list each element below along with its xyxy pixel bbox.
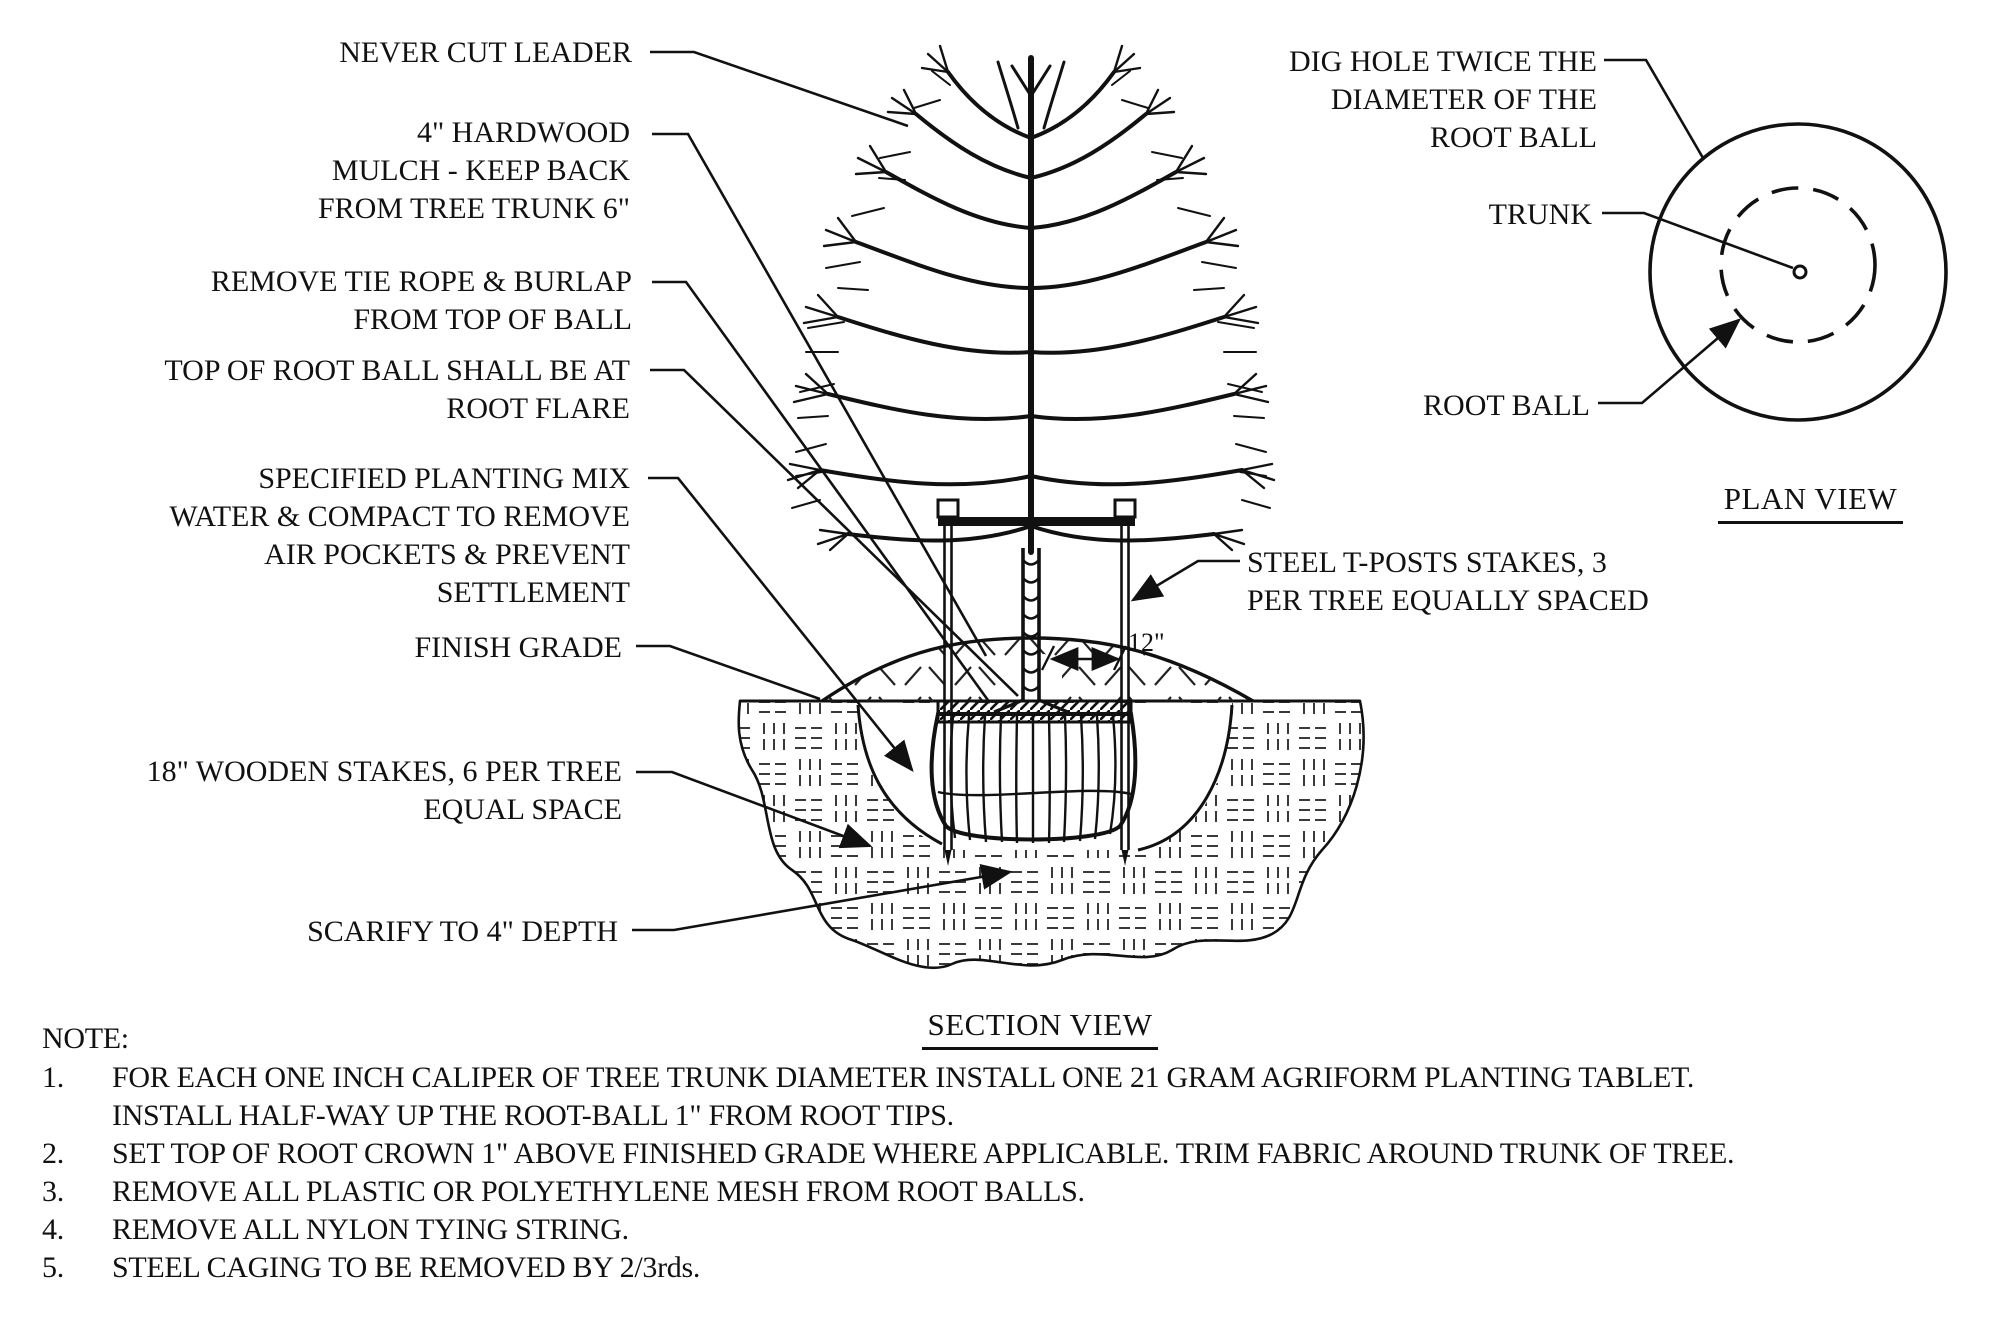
tree-canopy xyxy=(786,44,1276,555)
tree-trunk xyxy=(993,548,1069,714)
label-wooden-stakes: 18" WOODEN STAKES, 6 PER TREE EQUAL SPAC… xyxy=(146,755,622,826)
label-hardwood-mulch: 4" HARDWOOD MULCH - KEEP BACK FROM TREE … xyxy=(317,116,630,225)
label-never-cut-leader: NEVER CUT LEADER xyxy=(339,36,632,69)
note-item-3: 3. REMOVE ALL PLASTIC OR POLYETHYLENE ME… xyxy=(42,1173,1734,1211)
plan-view-title-text: PLAN VIEW xyxy=(1717,480,1904,524)
note-number: 2. xyxy=(42,1137,64,1170)
section-view-title-text: SECTION VIEW xyxy=(921,1006,1159,1050)
plan-view-drawing xyxy=(1598,58,1948,422)
note-item-5: 5. STEEL CAGING TO BE REMOVED BY 2/3rds. xyxy=(42,1249,1734,1287)
label-finish-grade: FINISH GRADE xyxy=(414,631,622,664)
note-item-1-continued: INSTALL HALF-WAY UP THE ROOT-BALL 1" FRO… xyxy=(42,1097,1734,1135)
label-top-of-root-ball: TOP OF ROOT BALL SHALL BE AT ROOT FLARE xyxy=(164,354,630,425)
note-number xyxy=(42,1097,112,1135)
note-text: STEEL CAGING TO BE REMOVED BY 2/3rds. xyxy=(112,1251,701,1284)
note-item-1: 1. FOR EACH ONE INCH CALIPER OF TREE TRU… xyxy=(42,1059,1734,1097)
plan-view-title: PLAN VIEW xyxy=(1698,442,1923,524)
label-trunk: TRUNK xyxy=(1488,198,1592,231)
note-text: REMOVE ALL PLASTIC OR POLYETHYLENE MESH … xyxy=(112,1175,1085,1208)
notes-heading: NOTE: xyxy=(42,1022,129,1055)
label-scarify: SCARIFY TO 4" DEPTH xyxy=(307,915,618,948)
notes-block: NOTE: 1. FOR EACH ONE INCH CALIPER OF TR… xyxy=(42,1020,1735,1287)
note-number: 1. xyxy=(42,1061,64,1094)
leader-lines xyxy=(632,50,1240,932)
note-number: 3. xyxy=(42,1175,64,1208)
note-text: FOR EACH ONE INCH CALIPER OF TREE TRUNK … xyxy=(112,1061,1695,1094)
label-dig-hole: DIG HOLE TWICE THE DIAMETER OF THE ROOT … xyxy=(1289,45,1597,154)
note-text: REMOVE ALL NYLON TYING STRING. xyxy=(112,1213,629,1246)
label-steel-t-posts: STEEL T-POSTS STAKES, 3 PER TREE EQUALLY… xyxy=(1247,546,1649,617)
label-stake-offset-dim: 12" xyxy=(1128,628,1165,657)
section-view-title: SECTION VIEW xyxy=(900,968,1180,1050)
note-number: 5. xyxy=(42,1251,64,1284)
stake-frame xyxy=(936,498,1137,866)
label-remove-tie-rope: REMOVE TIE ROPE & BURLAP FROM TOP OF BAL… xyxy=(210,265,632,336)
label-planting-mix: SPECIFIED PLANTING MIX WATER & COMPACT T… xyxy=(169,462,630,609)
root-ball-drawing xyxy=(929,699,1138,844)
label-root-ball: ROOT BALL xyxy=(1423,389,1590,422)
note-number: 4. xyxy=(42,1213,64,1246)
dimension-12in xyxy=(1040,645,1128,671)
note-text: INSTALL HALF-WAY UP THE ROOT-BALL 1" FRO… xyxy=(112,1099,954,1132)
note-text: SET TOP OF ROOT CROWN 1" ABOVE FINISHED … xyxy=(112,1137,1735,1170)
note-item-4: 4. REMOVE ALL NYLON TYING STRING. xyxy=(42,1211,1734,1249)
note-item-2: 2. SET TOP OF ROOT CROWN 1" ABOVE FINISH… xyxy=(42,1135,1735,1173)
